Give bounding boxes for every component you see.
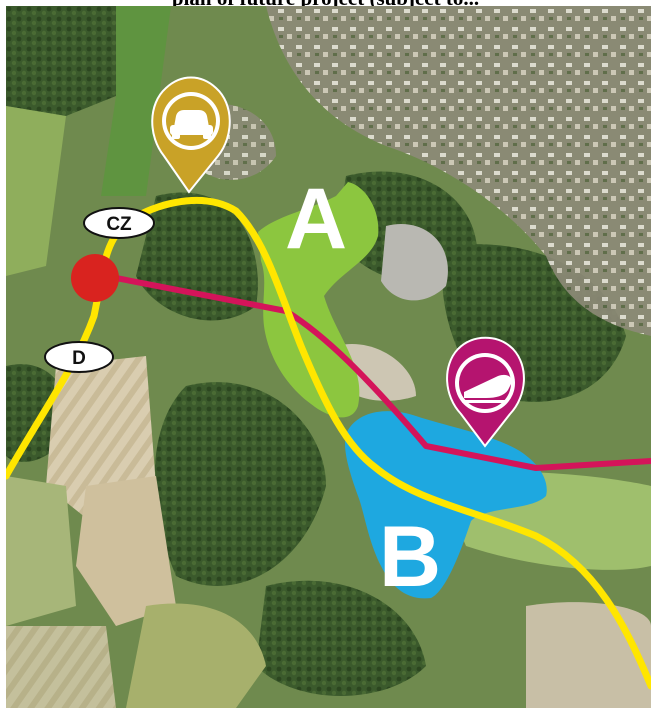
field: [126, 603, 266, 708]
border-label-d: D: [44, 341, 114, 373]
zone-b-label: B: [379, 509, 441, 605]
field: [526, 602, 651, 708]
field: [6, 106, 66, 276]
train-marker[interactable]: [446, 336, 525, 448]
border-label-cz-text: CZ: [106, 214, 132, 235]
field: [6, 626, 116, 708]
field: [101, 6, 171, 196]
forest-area: [6, 6, 126, 116]
page-title: plan of future project (subject to...: [0, 0, 651, 11]
forest-area: [154, 382, 326, 586]
border-label-cz: CZ: [83, 207, 155, 239]
car-icon: [170, 110, 213, 139]
field: [76, 476, 176, 626]
map-view[interactable]: A B CZ D: [6, 6, 651, 708]
border-label-d-text: D: [72, 348, 86, 369]
industrial-area: [381, 224, 448, 301]
map-canvas[interactable]: A B CZ D: [6, 6, 651, 708]
zone-a-label: A: [285, 171, 347, 267]
town-area: [266, 6, 651, 336]
border-crossing-marker[interactable]: [71, 254, 119, 302]
railway-line[interactable]: [113, 275, 651, 471]
forest-area: [256, 580, 426, 696]
car-marker[interactable]: [151, 76, 231, 194]
field: [6, 476, 76, 626]
train-icon: [462, 374, 512, 403]
